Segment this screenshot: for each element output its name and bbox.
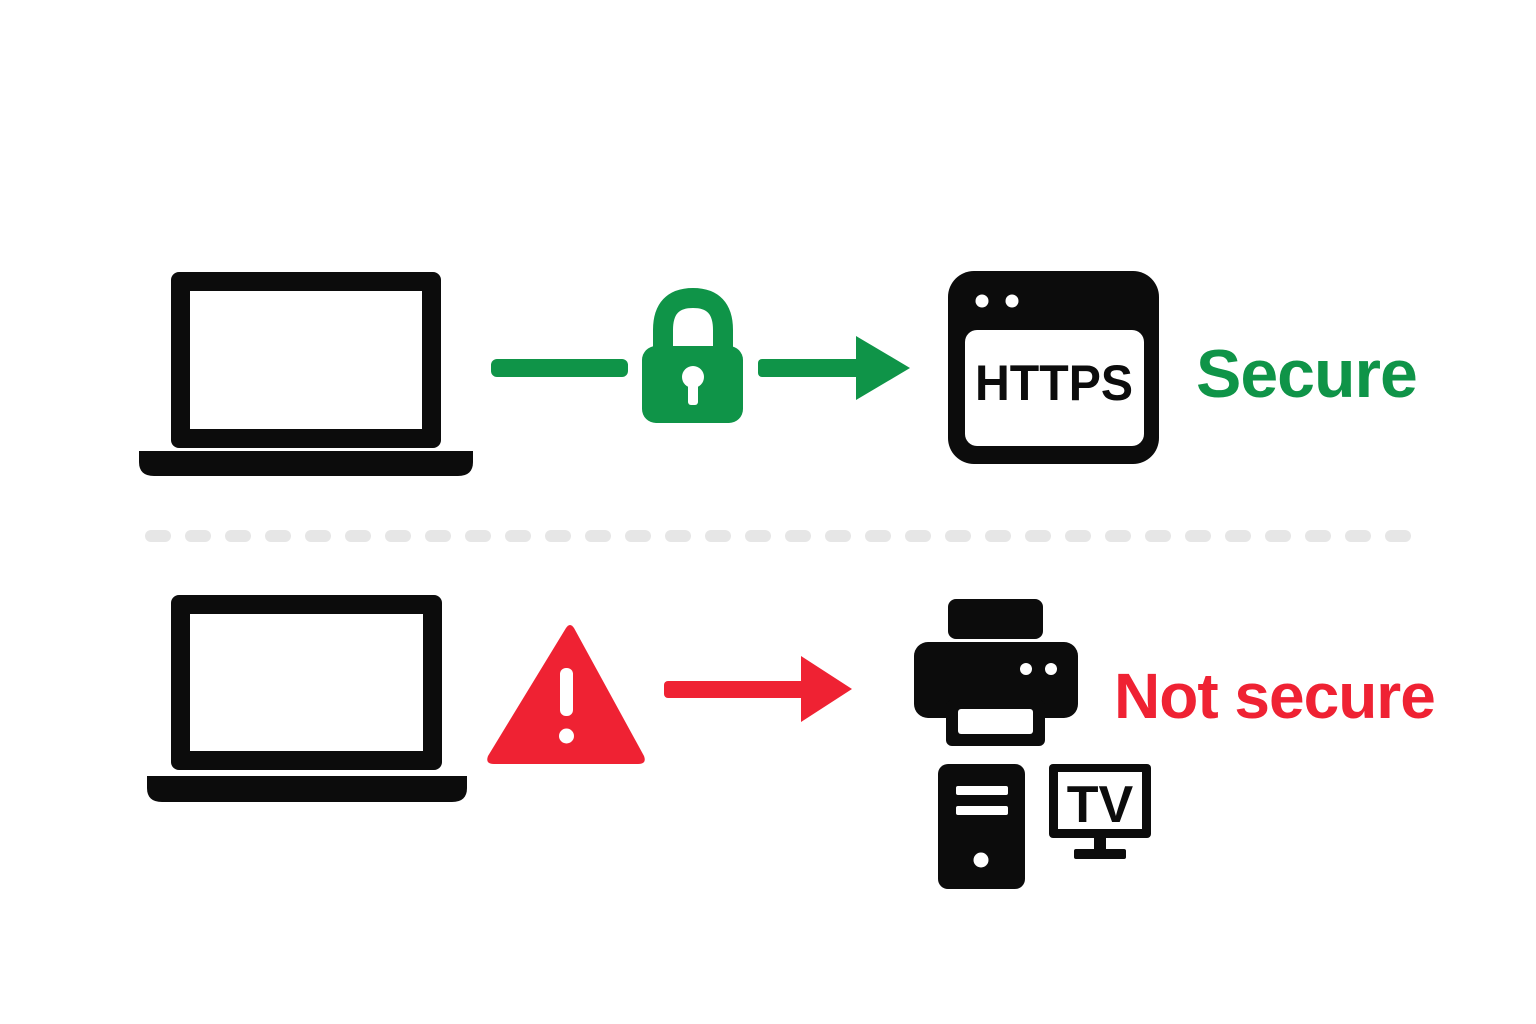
- desktop-tower-icon: [938, 764, 1025, 889]
- printer-icon: [914, 599, 1078, 746]
- divider-dash: [985, 530, 1011, 542]
- dashed-divider: [145, 530, 1411, 542]
- tv-icon: TV: [1049, 764, 1151, 859]
- divider-dash: [865, 530, 891, 542]
- secure-row: HTTPS: [139, 271, 1159, 476]
- divider-dash: [745, 530, 771, 542]
- divider-dash: [1345, 530, 1371, 542]
- divider-dash: [945, 530, 971, 542]
- divider-dash: [825, 530, 851, 542]
- secure-connection-line: [491, 359, 628, 377]
- insecure-arrow-icon: [664, 656, 852, 722]
- divider-dash: [465, 530, 491, 542]
- secure-status-label: Secure: [1196, 336, 1418, 412]
- divider-dash: [305, 530, 331, 542]
- divider-dash: [1305, 530, 1331, 542]
- divider-dash: [265, 530, 291, 542]
- divider-dash: [225, 530, 251, 542]
- divider-dash: [1185, 530, 1211, 542]
- divider-dash: [665, 530, 691, 542]
- divider-dash: [1145, 530, 1171, 542]
- divider-dash: [1105, 530, 1131, 542]
- secure-arrow-icon: [758, 336, 910, 400]
- not-secure-status-label: Not secure: [1114, 660, 1436, 732]
- divider-dash: [505, 530, 531, 542]
- tv-text: TV: [1067, 776, 1134, 834]
- divider-dash: [1025, 530, 1051, 542]
- divider-dash: [1225, 530, 1251, 542]
- divider-dash: [1065, 530, 1091, 542]
- divider-dash: [1385, 530, 1411, 542]
- divider-dash: [425, 530, 451, 542]
- https-text: HTTPS: [975, 355, 1133, 411]
- divider-dash: [785, 530, 811, 542]
- divider-dash: [545, 530, 571, 542]
- insecure-row: TV: [147, 595, 1151, 889]
- browser-window-icon: HTTPS: [948, 271, 1159, 464]
- laptop-icon: [139, 272, 473, 476]
- warning-triangle-icon: [487, 625, 645, 764]
- divider-dash: [385, 530, 411, 542]
- divider-dash: [705, 530, 731, 542]
- divider-dash: [1265, 530, 1291, 542]
- divider-dash: [905, 530, 931, 542]
- lock-icon: [642, 287, 743, 423]
- divider-dash: [145, 530, 171, 542]
- divider-dash: [585, 530, 611, 542]
- divider-dash: [625, 530, 651, 542]
- divider-dash: [185, 530, 211, 542]
- laptop-icon: [147, 595, 467, 802]
- divider-dash: [345, 530, 371, 542]
